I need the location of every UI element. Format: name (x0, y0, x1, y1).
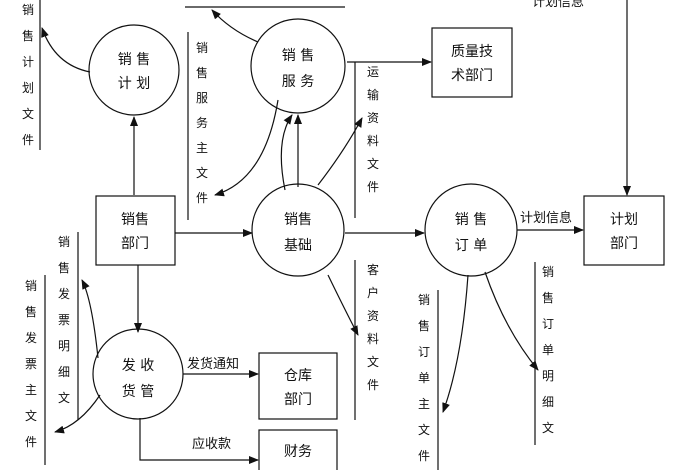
store-invoice-detail-file: 销售发票明细文 (58, 235, 70, 405)
store-transport-file: 运输资料文件 (367, 65, 379, 194)
store-sales-order-detail-file: 销售订单明细文 (542, 265, 554, 435)
label-sales-dept-2: 部门 (121, 236, 149, 252)
flow-plan-to-planfile (41, 27, 91, 73)
label-sales-dept-1: 销售 (121, 212, 149, 228)
store-sales-plan-file: 销售计划文件 (22, 3, 34, 147)
label-sales-order-1: 销 售 (455, 212, 487, 228)
label-plan-info: 计划信息 (520, 210, 572, 226)
flow-order-to-mainfile (442, 274, 469, 413)
label-sales-base-1: 销售 (284, 212, 312, 228)
flow-order-to-detailfile (484, 271, 539, 371)
label-sales-service-1: 销 售 (282, 48, 314, 64)
label-ship-notice: 发货通知 (187, 356, 239, 372)
flow-ship-to-finance (139, 418, 259, 464)
label-sales-plan-1: 销 售 (118, 52, 150, 68)
store-invoice-main-file: 销售发票主文件 (25, 279, 37, 449)
label-finance: 财务 (284, 444, 312, 460)
store-customer-file: 客户资料文件 (367, 262, 379, 392)
label-plan-dept-1: 计划 (610, 212, 638, 228)
label-warehouse-2: 部门 (284, 392, 312, 408)
label-plan-dept-2: 部门 (610, 236, 638, 252)
flow-ship-to-invoicemain (54, 394, 101, 434)
label-warehouse-1: 仓库 (284, 368, 312, 384)
entity-warehouse-dept (258, 352, 338, 420)
flow-ship-to-invoicedetail (81, 279, 99, 359)
store-sales-service-main-file: 销售服务主文件 (196, 41, 208, 205)
label-receivable: 应收款 (192, 436, 231, 452)
process-sales-service (250, 18, 346, 114)
store-sales-order-main-file: 销售订单主文件 (418, 293, 430, 463)
flow-base-to-transport (317, 117, 363, 186)
process-sales-base (251, 183, 345, 277)
entity-quality-dept (431, 27, 513, 98)
flow-service-to-mainfile (214, 99, 279, 197)
label-quality-dept-1: 质量技 (451, 44, 493, 60)
process-sales-order (424, 183, 518, 277)
flow-base-to-service-2 (280, 114, 293, 191)
entity-sales-dept (95, 195, 176, 266)
entity-plan-dept (583, 195, 665, 266)
label-quality-dept-2: 术部门 (451, 68, 493, 84)
process-sales-plan (88, 24, 180, 116)
label-sales-base-2: 基础 (284, 237, 312, 254)
flow-base-to-customer (327, 274, 359, 336)
label-plan-info-top: 计划信息 (532, 0, 584, 10)
label-sales-plan-2: 计 划 (118, 76, 150, 92)
label-sales-order-2: 订 单 (455, 238, 487, 254)
entity-finance-dept (258, 429, 338, 470)
label-ship-1: 发 收 (122, 358, 154, 374)
label-ship-2: 货 管 (122, 383, 154, 400)
flow-service-to-top (211, 9, 259, 43)
label-sales-service-2: 服 务 (282, 74, 314, 90)
process-ship-receive (92, 328, 184, 420)
